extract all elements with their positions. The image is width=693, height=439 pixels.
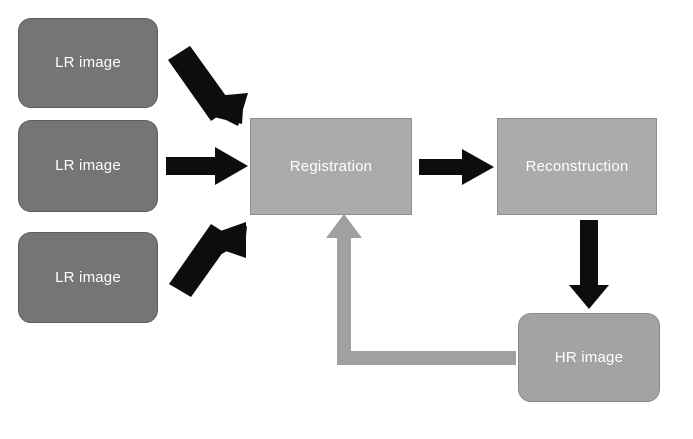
node-label-registration: Registration <box>289 157 373 175</box>
node-label-lr-image-3: LR image <box>55 268 121 286</box>
node-label-hr-image: HR image <box>554 348 624 366</box>
arrow-reconstruction-to-hr <box>569 220 609 309</box>
node-registration[interactable]: Registration <box>250 118 412 215</box>
arrow-lr2-to-registration <box>166 147 248 185</box>
node-label-lr-image-2: LR image <box>55 157 121 174</box>
node-hr-image[interactable]: HR image <box>518 313 660 402</box>
arrow-lr1-to-registration <box>168 46 248 126</box>
node-label-reconstruction: Reconstruction <box>525 157 629 175</box>
arrow-hr-to-registration-feedback <box>326 214 516 365</box>
node-label-lr-image-1: LR image <box>55 54 121 71</box>
node-reconstruction[interactable]: Reconstruction <box>497 118 657 215</box>
node-lr-image-1[interactable]: LR image <box>18 18 158 108</box>
node-lr-image-3[interactable]: LR image <box>18 232 158 323</box>
arrow-registration-to-reconstruction <box>419 149 494 185</box>
arrow-lr3-to-registration <box>169 222 247 297</box>
node-lr-image-2[interactable]: LR image <box>18 120 158 212</box>
